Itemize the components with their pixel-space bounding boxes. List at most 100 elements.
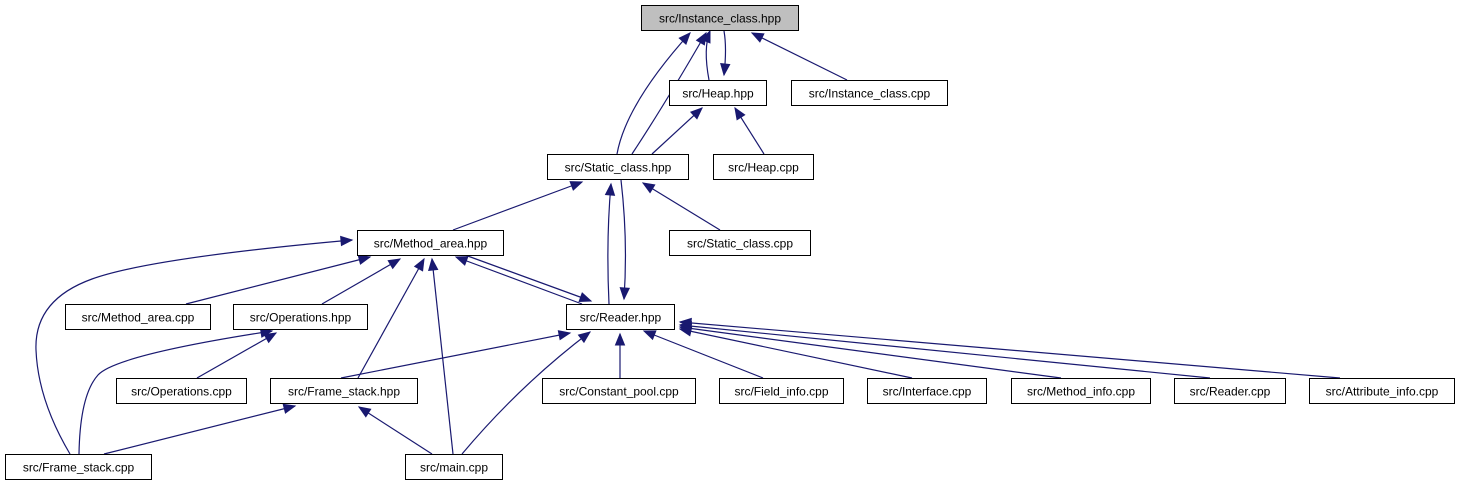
edge-arrowhead xyxy=(340,235,354,247)
node-label: src/main.cpp xyxy=(420,461,488,475)
edge-main_cpp-to-reader_hpp xyxy=(461,331,592,455)
node-constant-pool-cpp[interactable]: src/Constant_pool.cpp xyxy=(542,378,696,404)
edge-arrowhead xyxy=(695,31,707,46)
edge-arrowhead xyxy=(614,332,626,346)
node-box xyxy=(713,154,814,180)
edge-instance_hpp-to-heap_hpp xyxy=(720,30,731,77)
edge-arrowhead xyxy=(641,182,656,194)
edge-arrowhead xyxy=(263,332,278,344)
edges-layer xyxy=(35,29,1341,455)
edge-line xyxy=(679,321,1341,379)
node-box xyxy=(233,304,368,330)
node-static-hpp[interactable]: src/Static_class.hpp xyxy=(547,154,689,180)
node-instance-hpp[interactable]: src/Instance_class.hpp xyxy=(641,5,799,31)
node-label: src/Heap.cpp xyxy=(728,161,799,175)
node-box xyxy=(116,378,247,404)
edge-line xyxy=(452,181,583,231)
edge-interface_cpp-to-reader_hpp xyxy=(678,326,913,379)
node-label: src/Reader.hpp xyxy=(580,311,662,325)
edge-arrowhead xyxy=(413,257,425,272)
edge-arrowhead xyxy=(750,32,765,43)
node-frame-stack-cpp[interactable]: src/Frame_stack.cpp xyxy=(5,454,152,480)
node-frame-stack-hpp[interactable]: src/Frame_stack.hpp xyxy=(270,378,418,404)
edge-arrowhead xyxy=(577,331,592,344)
node-label: src/Operations.hpp xyxy=(250,311,352,325)
node-label: src/Interface.cpp xyxy=(883,385,972,399)
node-box xyxy=(867,378,987,404)
edge-arrowhead xyxy=(642,330,657,341)
node-box xyxy=(65,304,211,330)
edge-operations_cpp-to-operations_hpp xyxy=(196,332,278,379)
node-method-area-hpp[interactable]: src/Method_area.hpp xyxy=(357,230,504,256)
node-reader-hpp[interactable]: src/Reader.hpp xyxy=(566,304,675,330)
node-label: src/Instance_class.hpp xyxy=(659,12,781,26)
edge-arrowhead xyxy=(454,256,469,266)
edge-line xyxy=(358,406,433,455)
node-label: src/Attribute_info.cpp xyxy=(1326,385,1439,399)
edge-line xyxy=(679,328,913,379)
edge-line xyxy=(431,258,454,455)
edge-arrowhead xyxy=(619,287,631,301)
node-box xyxy=(719,378,844,404)
edge-arrowhead xyxy=(678,317,692,329)
edge-method_area_hpp-to-static_hpp xyxy=(452,181,584,231)
node-heap-hpp[interactable]: src/Heap.hpp xyxy=(669,80,767,106)
node-label: src/Frame_stack.hpp xyxy=(288,385,400,399)
node-label: src/Frame_stack.cpp xyxy=(23,461,135,475)
node-method-info-cpp[interactable]: src/Method_info.cpp xyxy=(1011,378,1151,404)
edge-main_cpp-to-method_area_hpp xyxy=(428,257,454,455)
edge-method_info_cpp-to-reader_hpp xyxy=(678,323,1062,379)
edge-arrowhead xyxy=(387,258,402,270)
edge-arrowhead xyxy=(678,32,691,46)
edge-constant_pool_cpp-to-reader_hpp xyxy=(614,332,626,378)
edge-method_area_hpp-to-reader_hpp xyxy=(464,254,593,302)
node-attribute-info-cpp[interactable]: src/Attribute_info.cpp xyxy=(1309,378,1455,404)
edge-line xyxy=(461,331,591,455)
edge-heap_cpp-to-heap_hpp xyxy=(734,106,765,155)
node-box xyxy=(791,80,948,106)
edge-arrowhead xyxy=(282,403,297,414)
node-static-cpp[interactable]: src/Static_class.cpp xyxy=(669,230,811,256)
node-label: src/Static_class.cpp xyxy=(687,237,793,251)
node-interface-cpp[interactable]: src/Interface.cpp xyxy=(867,378,987,404)
node-instance-cpp[interactable]: src/Instance_class.cpp xyxy=(791,80,948,106)
edge-line xyxy=(103,405,296,455)
node-reader-cpp[interactable]: src/Reader.cpp xyxy=(1174,378,1286,404)
edge-line xyxy=(631,32,707,155)
node-box xyxy=(566,304,675,330)
node-heap-cpp[interactable]: src/Heap.cpp xyxy=(713,154,814,180)
node-method-area-cpp[interactable]: src/Method_area.cpp xyxy=(65,304,211,330)
node-box xyxy=(1174,378,1286,404)
edge-static_hpp-to-instance_hpp xyxy=(631,31,707,155)
node-label: src/Constant_pool.cpp xyxy=(559,385,679,399)
edge-line xyxy=(679,326,1062,379)
node-label: src/Reader.cpp xyxy=(1190,385,1271,399)
edge-reader_hpp-to-method_area_hpp xyxy=(454,256,583,305)
edge-line xyxy=(679,324,1211,379)
edge-arrowhead xyxy=(357,406,372,418)
node-field-info-cpp[interactable]: src/Field_info.cpp xyxy=(719,378,844,404)
node-box xyxy=(669,230,811,256)
node-box xyxy=(542,378,696,404)
edge-arrowhead xyxy=(604,182,616,196)
edge-line xyxy=(620,179,627,300)
edge-static_hpp-to-instance_hpp xyxy=(616,32,691,155)
edge-arrowhead xyxy=(720,62,731,77)
edge-frame_stack_cpp-to-method_area_hpp xyxy=(35,235,354,455)
node-operations-hpp[interactable]: src/Operations.hpp xyxy=(233,304,368,330)
edge-arrowhead xyxy=(428,257,439,271)
edge-static_cpp-to-static_hpp xyxy=(641,182,721,231)
edge-arrowhead xyxy=(734,106,746,121)
edge-frame_stack_hpp-to-reader_hpp xyxy=(340,330,572,379)
node-operations-cpp[interactable]: src/Operations.cpp xyxy=(116,378,247,404)
edge-line xyxy=(642,182,721,231)
edge-arrowhead xyxy=(557,330,572,341)
edge-line xyxy=(751,32,848,81)
edge-line xyxy=(340,332,571,379)
node-label: src/Operations.cpp xyxy=(131,385,232,399)
edge-operations_hpp-to-method_area_hpp xyxy=(321,258,402,305)
node-box xyxy=(357,230,504,256)
node-main-cpp[interactable]: src/main.cpp xyxy=(405,454,503,480)
edge-main_cpp-to-frame_stack_hpp xyxy=(357,406,433,455)
